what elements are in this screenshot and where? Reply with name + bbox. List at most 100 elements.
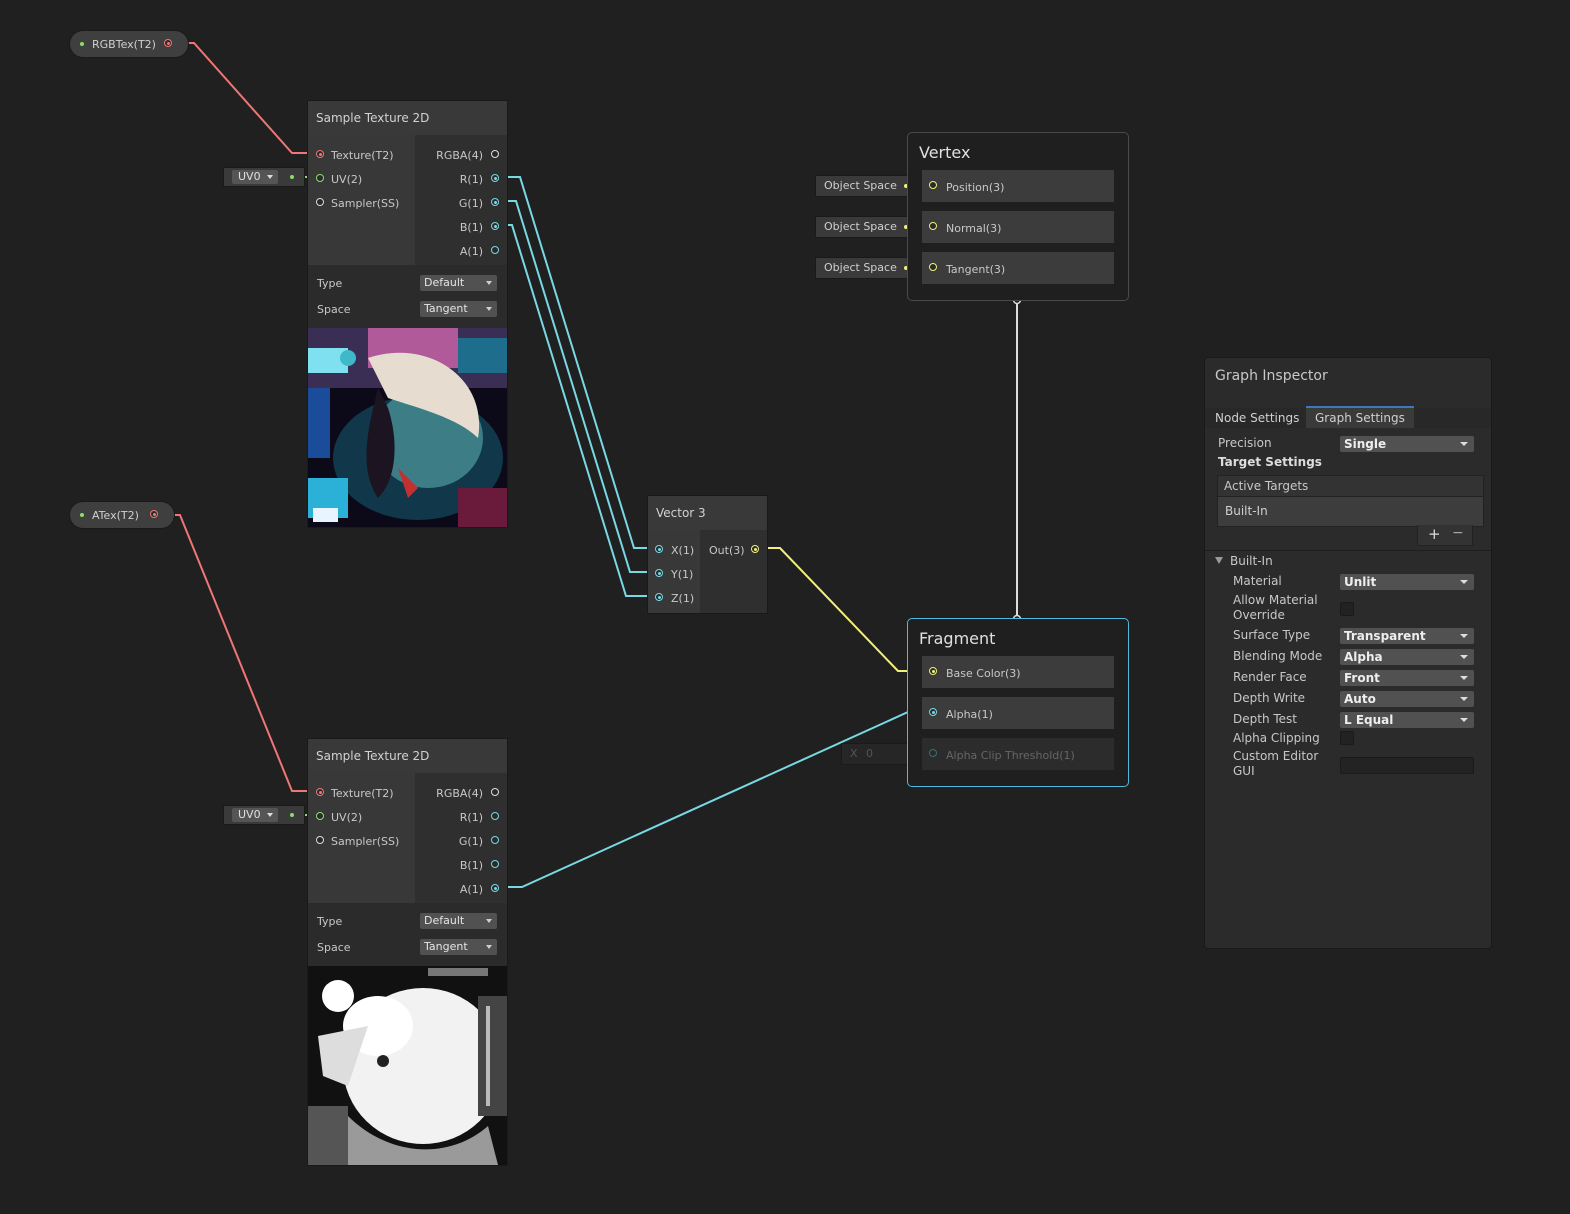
g-output-port[interactable] xyxy=(491,836,499,844)
position-space-input[interactable]: Object Space xyxy=(816,176,914,196)
output-label: A(1) xyxy=(459,883,483,896)
base-color-port[interactable] xyxy=(929,667,937,675)
input-label: UV(2) xyxy=(331,173,363,186)
tab-graph-settings[interactable]: Graph Settings xyxy=(1306,406,1414,428)
y-input-port[interactable] xyxy=(655,569,663,577)
graph-inspector[interactable]: Graph Inspector Node Settings Graph Sett… xyxy=(1205,358,1491,948)
space-dot xyxy=(904,225,908,229)
output-label: B(1) xyxy=(459,221,483,234)
section-divider xyxy=(1205,550,1491,551)
built-in-section-label[interactable]: Built-In xyxy=(1230,554,1273,568)
normal-port[interactable] xyxy=(929,222,937,230)
render-face-dropdown[interactable]: Front xyxy=(1340,670,1474,686)
clip-threshold-input[interactable]: X 0 xyxy=(842,744,912,764)
texture-input-port[interactable] xyxy=(316,150,324,158)
foldout-arrow-icon[interactable] xyxy=(1215,557,1223,564)
allow-override-checkbox[interactable] xyxy=(1340,602,1354,616)
type-dropdown[interactable]: Default xyxy=(420,275,497,291)
texture-input-port[interactable] xyxy=(316,788,324,796)
type-dropdown[interactable]: Default xyxy=(420,913,497,929)
property-node-atex[interactable]: ATex(T2) xyxy=(70,502,174,528)
material-label: Material xyxy=(1233,574,1282,588)
clip-value: 0 xyxy=(866,747,873,760)
space-label: Space xyxy=(317,941,351,954)
out-output-port[interactable] xyxy=(751,545,759,553)
x-input-port[interactable] xyxy=(655,545,663,553)
custom-gui-field[interactable] xyxy=(1340,757,1474,774)
a-output-port[interactable] xyxy=(491,246,499,254)
space-dot xyxy=(904,266,908,270)
vertex-context[interactable]: Vertex Position(3) Normal(3) Tangent(3) xyxy=(907,132,1129,301)
b-output-port[interactable] xyxy=(491,222,499,230)
sampler-input-port[interactable] xyxy=(316,836,324,844)
wire-r-to-x[interactable] xyxy=(495,176,659,549)
remove-target-button[interactable]: − xyxy=(1452,525,1464,541)
surface-type-dropdown[interactable]: Transparent xyxy=(1340,628,1474,644)
fragment-context[interactable]: Fragment Base Color(3) Alpha(1) Alpha Cl… xyxy=(907,618,1129,787)
tab-node-settings[interactable]: Node Settings xyxy=(1215,411,1300,425)
uv-input-port[interactable] xyxy=(316,174,324,182)
tangent-block[interactable]: Tangent(3) xyxy=(922,252,1114,284)
target-item[interactable]: Built-In xyxy=(1218,497,1483,526)
blending-mode-label: Blending Mode xyxy=(1233,649,1323,663)
base-color-block[interactable]: Base Color(3) xyxy=(922,656,1114,688)
uv-default-input[interactable]: UV0 xyxy=(224,806,304,824)
add-target-button[interactable]: + xyxy=(1428,525,1441,543)
output-label: G(1) xyxy=(458,197,483,210)
depth-test-label: Depth Test xyxy=(1233,712,1297,726)
alpha-port[interactable] xyxy=(929,708,937,716)
block-label: Position(3) xyxy=(946,181,1005,194)
precision-dropdown[interactable]: Single xyxy=(1340,436,1474,452)
sampler-input-port[interactable] xyxy=(316,198,324,206)
b-output-port[interactable] xyxy=(491,860,499,868)
uv-dropdown[interactable]: UV0 xyxy=(232,170,278,184)
block-label: Alpha(1) xyxy=(946,708,993,721)
rgba-output-port[interactable] xyxy=(491,788,499,796)
g-output-port[interactable] xyxy=(491,198,499,206)
tangent-space-input[interactable]: Object Space xyxy=(816,258,914,278)
tangent-port[interactable] xyxy=(929,263,937,271)
sample-texture-node-rgb[interactable]: Sample Texture 2D Texture(T2) UV(2) Samp… xyxy=(308,101,507,527)
space-dropdown[interactable]: Tangent xyxy=(420,939,497,955)
r-output-port[interactable] xyxy=(491,174,499,182)
wire-atex-to-texture[interactable] xyxy=(172,514,319,792)
normal-block[interactable]: Normal(3) xyxy=(922,211,1114,243)
wire-rgbtex-to-texture[interactable] xyxy=(186,42,319,154)
uv-default-input[interactable]: UV0 xyxy=(224,168,304,186)
depth-test-dropdown[interactable]: L Equal xyxy=(1340,712,1474,728)
uv-dropdown[interactable]: UV0 xyxy=(232,808,278,822)
property-output-port[interactable] xyxy=(150,510,158,518)
alpha-clip-port[interactable] xyxy=(929,749,937,757)
wire-g-to-y[interactable] xyxy=(495,200,659,573)
alpha-block[interactable]: Alpha(1) xyxy=(922,697,1114,729)
alpha-clipping-checkbox[interactable] xyxy=(1340,731,1354,745)
property-label: ATex(T2) xyxy=(92,509,139,522)
position-block[interactable]: Position(3) xyxy=(922,170,1114,202)
property-node-rgbtex[interactable]: RGBTex(T2) xyxy=(70,31,188,57)
sample-texture-node-alpha[interactable]: Sample Texture 2D Texture(T2) UV(2) Samp… xyxy=(308,739,507,1165)
blending-mode-dropdown[interactable]: Alpha xyxy=(1340,649,1474,665)
clip-axis: X xyxy=(850,747,858,760)
vector3-node[interactable]: Vector 3 X(1) Y(1) Z(1) Out(3) xyxy=(648,496,767,613)
z-input-port[interactable] xyxy=(655,593,663,601)
rgba-output-port[interactable] xyxy=(491,150,499,158)
material-dropdown[interactable]: Unlit xyxy=(1340,574,1474,590)
depth-write-dropdown[interactable]: Auto xyxy=(1340,691,1474,707)
space-dropdown[interactable]: Tangent xyxy=(420,301,497,317)
uv-input-port[interactable] xyxy=(316,812,324,820)
position-port[interactable] xyxy=(929,181,937,189)
r-output-port[interactable] xyxy=(491,812,499,820)
output-label: A(1) xyxy=(459,245,483,258)
wire-b-to-z[interactable] xyxy=(495,224,659,597)
a-output-port[interactable] xyxy=(491,884,499,892)
custom-gui-label-1: Custom Editor xyxy=(1233,749,1319,763)
output-label: Out(3) xyxy=(709,544,745,557)
active-targets-header: Active Targets xyxy=(1218,476,1483,497)
alpha-clip-threshold-block[interactable]: Alpha Clip Threshold(1) xyxy=(922,738,1114,770)
property-output-port[interactable] xyxy=(164,39,172,47)
normal-space-input[interactable]: Object Space xyxy=(816,217,914,237)
wire-a-to-alpha[interactable] xyxy=(495,711,933,888)
surface-type-label: Surface Type xyxy=(1233,628,1311,642)
input-pane xyxy=(308,135,415,265)
input-label: Texture(T2) xyxy=(331,787,394,800)
